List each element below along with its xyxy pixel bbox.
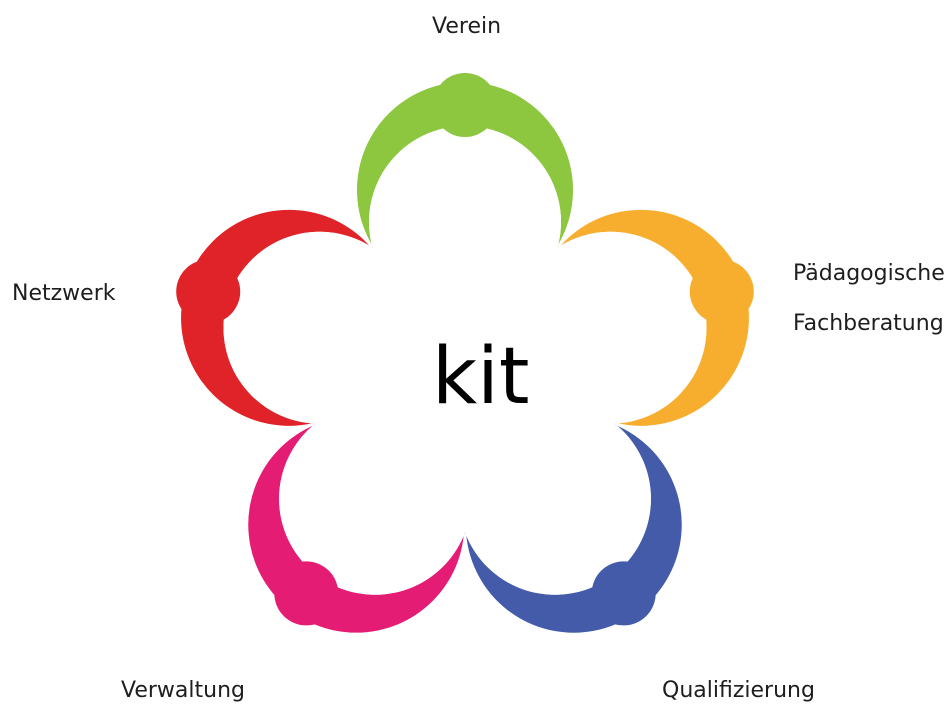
figure-verein-petal (369, 126, 561, 318)
label-paedagogische-line2: Fachberatung (793, 311, 944, 336)
figure-verein-head (433, 73, 497, 137)
label-paedagogische-line1: Pädagogische (793, 261, 945, 286)
figure-netzwerk-head (176, 259, 241, 324)
figure-verein-body (357, 82, 573, 318)
figure-netzwerk-petal (223, 231, 416, 424)
label-verein: Verein (432, 14, 502, 39)
figure-qualifizierung-head (591, 561, 656, 626)
figure-paedagogische-fachberatung-head (689, 259, 754, 324)
figure-netzwerk-body (181, 209, 416, 426)
center-label: kit (432, 332, 530, 422)
figure-verwaltung-head (274, 561, 339, 626)
figure-verwaltung-petal (279, 402, 472, 595)
label-netzwerk: Netzwerk (12, 281, 116, 306)
label-qualifizierung: Qualifizierung (662, 678, 815, 703)
figure-paedagogische-fachberatung-body (514, 209, 749, 426)
figure-qualifizierung-petal (458, 402, 651, 595)
label-verwaltung: Verwaltung (121, 678, 245, 703)
figure-paedagogische-fachberatung-petal (514, 231, 707, 424)
